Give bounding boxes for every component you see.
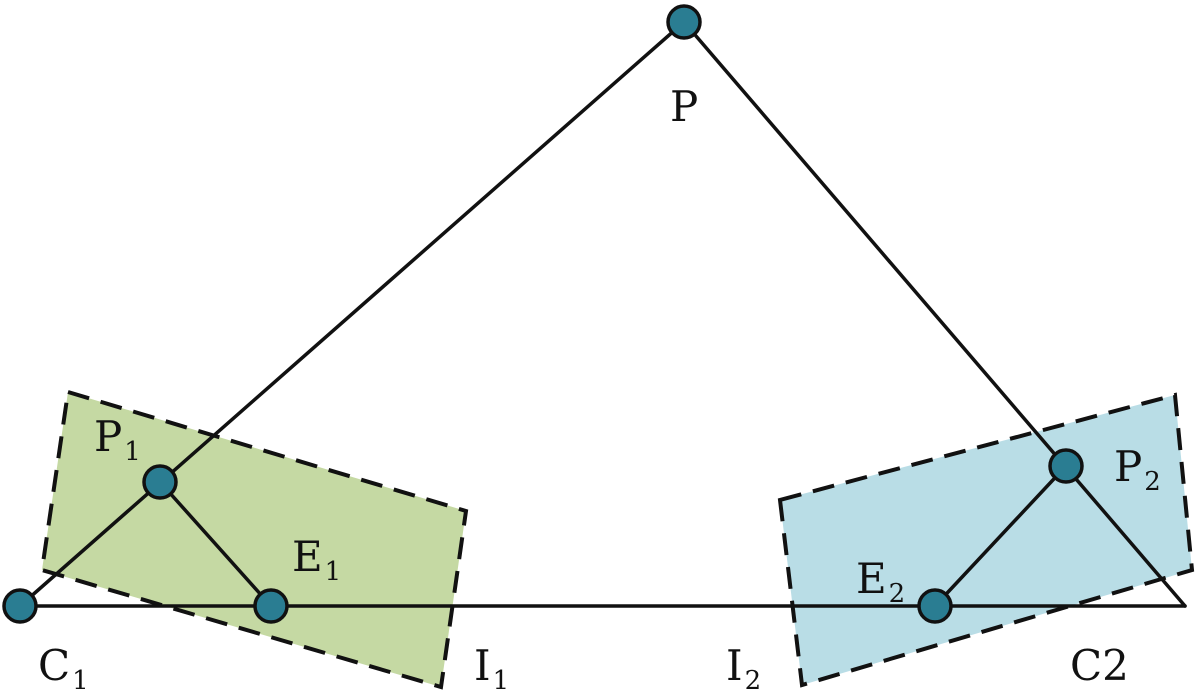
node-e1: [253, 588, 289, 624]
label-i1: I1: [474, 641, 509, 695]
label-c2: C2: [1070, 641, 1129, 690]
image-plane-1: [39, 389, 469, 690]
ray-c1-to-p: [18, 20, 686, 608]
label-c1: C1: [38, 641, 89, 695]
node-e2: [917, 588, 953, 624]
epipolar-line-2: [933, 464, 1068, 608]
node-c1: [2, 588, 38, 624]
ray-p-to-c2: [682, 20, 1187, 608]
label-p1: P1: [94, 412, 141, 467]
node-p1: [142, 464, 178, 500]
label-p2: P2: [1114, 442, 1161, 497]
label-e2: E2: [856, 554, 905, 609]
node-p2: [1048, 448, 1084, 484]
label-p: P: [670, 82, 698, 131]
epipolar-line-1: [158, 480, 273, 608]
label-e1: E1: [292, 532, 341, 587]
node-p: [666, 4, 702, 40]
image-plane-2: [777, 392, 1195, 688]
label-i2: I2: [726, 641, 761, 695]
